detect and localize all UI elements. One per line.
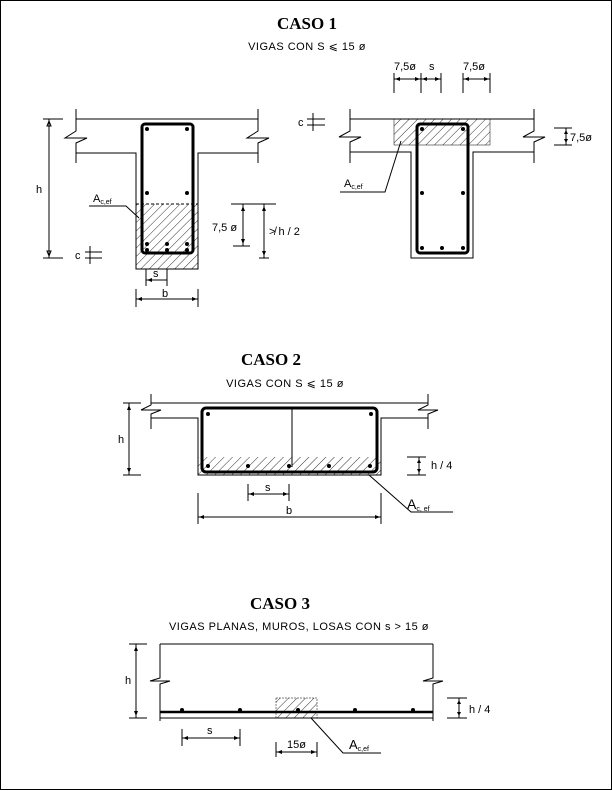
caso1-right-75b-label: 7,5ø bbox=[463, 61, 485, 73]
caso1-right-75a-label: 7,5ø bbox=[394, 61, 416, 73]
caso2-area-label: Ac, ef bbox=[407, 496, 430, 513]
caso1-left-b-label: b bbox=[162, 288, 168, 300]
caso1-right-tbeam: 7,5ø s 7,5ø c 7,5ø Ac,ef bbox=[298, 61, 592, 259]
caso1-left-h-label: h bbox=[36, 184, 42, 196]
caso1-left-tbeam: h c Ac,ef 7,5 ø ≯ h / 2 s b bbox=[36, 109, 300, 307]
caso3-15-label: 15ø bbox=[287, 739, 306, 751]
caso2-h-label: h bbox=[118, 434, 124, 446]
caso1-left-c-label: c bbox=[75, 250, 81, 262]
caso3-title: CASO 3 bbox=[250, 594, 310, 613]
caso1-left-75-label: 7,5 ø bbox=[212, 222, 237, 234]
caso2-title: CASO 2 bbox=[241, 350, 301, 369]
caso3-s-label: s bbox=[207, 725, 213, 737]
caso3-area-label: Ac,ef bbox=[349, 737, 369, 753]
caso3-slab: h h / 4 s 15ø Ac,ef bbox=[125, 643, 490, 757]
caso2-subtitle: VIGAS CON S ⩽ 15 ø bbox=[226, 378, 344, 390]
caso1-title: CASO 1 bbox=[277, 14, 337, 33]
caso1-left-s-label: s bbox=[153, 268, 159, 280]
caso2-wide-beam: h h / 4 s b Ac, ef bbox=[118, 394, 453, 524]
caso2-h4-label: h / 4 bbox=[431, 460, 452, 472]
caso3-h-label: h bbox=[125, 675, 131, 687]
caso2-s-label: s bbox=[265, 482, 271, 494]
caso1-right-area-label: Ac,ef bbox=[344, 178, 363, 191]
caso1-left-h2-label: ≯ h / 2 bbox=[269, 226, 300, 238]
caso3-subtitle: VIGAS PLANAS, MUROS, LOSAS CON s > 15 ø bbox=[169, 621, 429, 633]
caso3-h4-label: h / 4 bbox=[469, 704, 490, 716]
caso2-b-label: b bbox=[286, 505, 292, 517]
caso1-subtitle: VIGAS CON S ⩽ 15 ø bbox=[248, 41, 366, 53]
caso1-left-area-label: Ac,ef bbox=[93, 193, 112, 206]
caso1-right-s-label: s bbox=[429, 61, 435, 73]
caso1-right-75c-label: 7,5ø bbox=[570, 132, 592, 144]
caso1-right-c-label: c bbox=[298, 117, 304, 129]
